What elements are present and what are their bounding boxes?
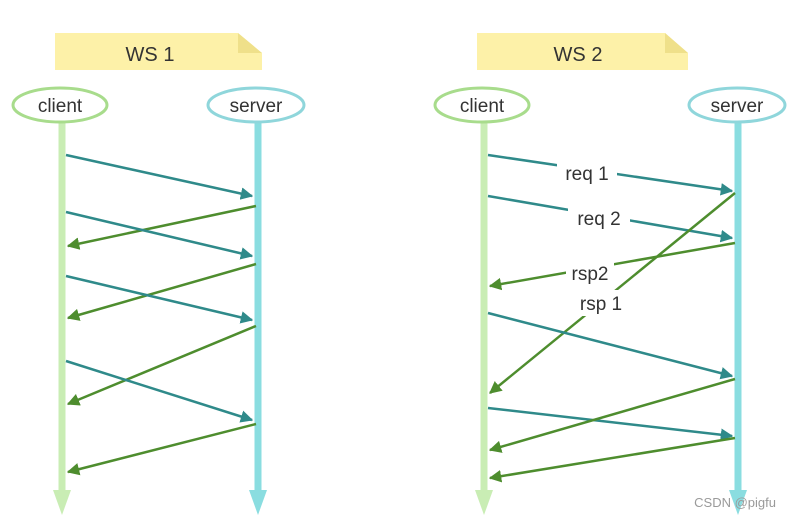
ws1-server-lifeline-arrow <box>249 490 267 515</box>
ws2-client-participant: client <box>433 86 531 124</box>
ws1-client-lifeline-arrow <box>53 490 71 515</box>
ws1-client-label: client <box>38 96 83 117</box>
ws2-request-3-arrow <box>487 311 734 380</box>
ws2-response-4-arrow <box>488 436 736 483</box>
ws1-title-note: WS 1 <box>55 33 262 70</box>
ws2-server-participant: server <box>687 86 787 124</box>
ws2-server-label: server <box>711 96 764 117</box>
ws2-req1-label: req 1 <box>557 160 617 186</box>
ws1-request-2-arrow <box>65 210 254 260</box>
ws1-response-2-arrow <box>66 262 257 321</box>
ws1-response-4-arrow <box>66 422 257 476</box>
ws2-rsp1-label: rsp 1 <box>572 290 630 316</box>
ws1-request-4-arrow <box>65 359 254 423</box>
ws1-response-3-arrow <box>66 324 257 406</box>
ws1-title: WS 1 <box>126 44 175 66</box>
watermark: CSDN @pigfu <box>694 495 776 510</box>
ws2-request-4-arrow <box>487 406 734 441</box>
ws1-request-3-arrow <box>65 274 254 324</box>
ws2-req2-text: req 2 <box>577 209 620 230</box>
ws2-rsp1-text: rsp 1 <box>580 294 622 315</box>
ws1-client-participant: client <box>11 86 109 124</box>
ws2-rsp2-text: rsp2 <box>572 264 609 285</box>
ws2-client-lifeline-arrow <box>475 490 493 515</box>
ws2-title: WS 2 <box>554 44 603 66</box>
ws2-response-3-arrow <box>488 377 736 453</box>
ws1-server-participant: server <box>206 86 306 124</box>
ws1-server-label: server <box>230 96 283 117</box>
ws2-rsp2-label: rsp2 <box>566 260 614 286</box>
ws2-diagram: WS 2 client server req 1 <box>433 33 787 515</box>
ws1-response-1-arrow <box>66 204 257 250</box>
ws2-server-lifeline-arrow <box>729 490 747 515</box>
ws1-request-1-arrow <box>65 153 254 200</box>
ws2-req2-label: req 2 <box>568 205 630 231</box>
ws2-title-note: WS 2 <box>477 33 688 70</box>
ws1-diagram: WS 1 client server <box>11 33 306 515</box>
ws2-client-label: client <box>460 96 505 117</box>
ws2-req1-text: req 1 <box>565 164 608 185</box>
